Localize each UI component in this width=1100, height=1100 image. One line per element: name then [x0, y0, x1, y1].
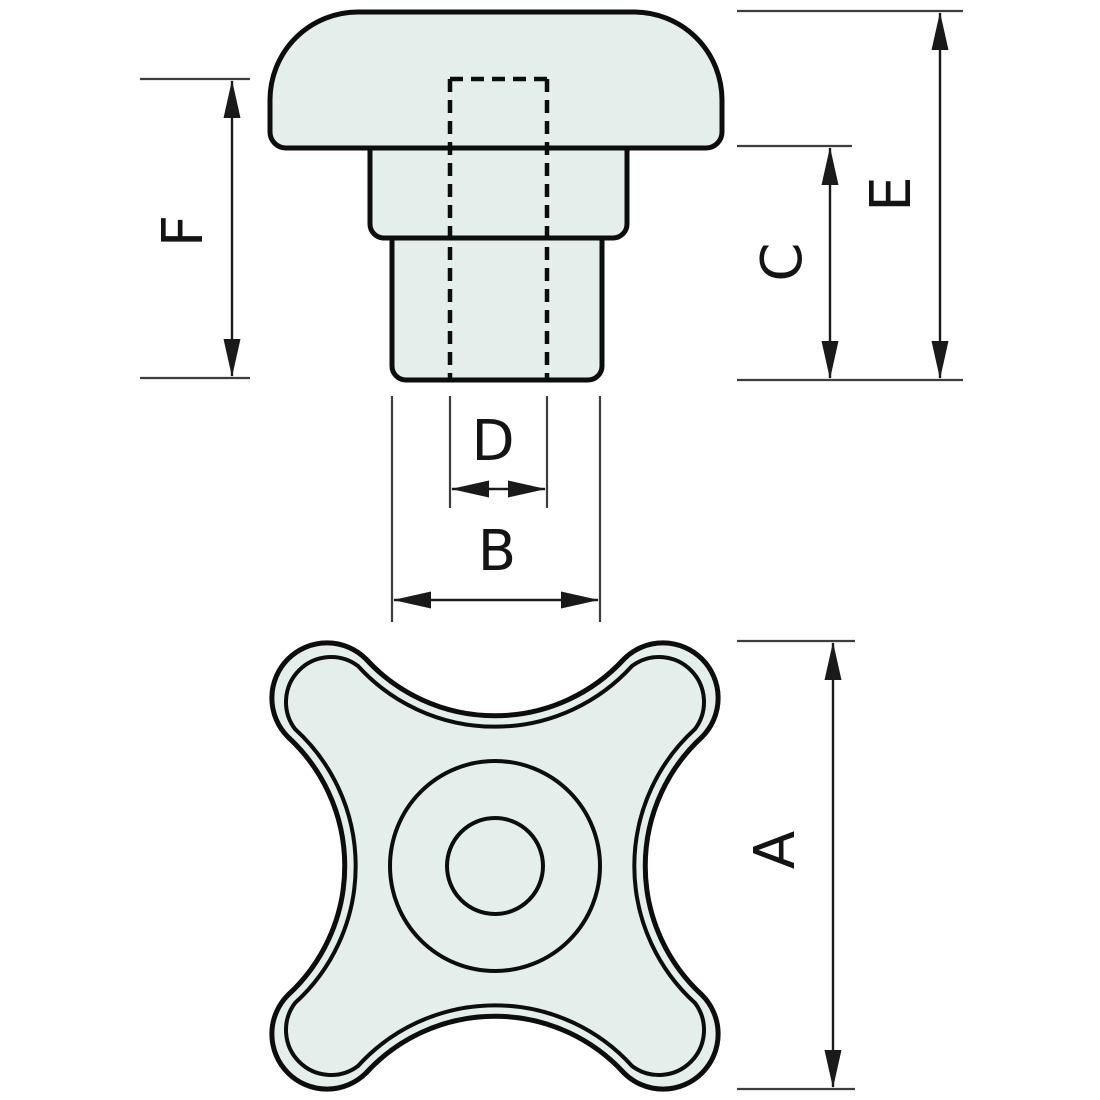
dimension-label-f: F	[151, 215, 216, 247]
dim-e-arrow-down	[931, 341, 949, 379]
dimension-label-b: B	[478, 519, 516, 584]
dimension-A: A	[737, 639, 855, 1091]
knob-hub-profile	[389, 235, 605, 383]
dim-f-arrow-down	[223, 339, 241, 377]
dimension-B: B	[390, 396, 602, 622]
plan-view	[269, 640, 721, 1092]
side-view	[267, 9, 725, 383]
dim-a-arrow-up	[824, 642, 842, 680]
dimension-F: F	[140, 77, 250, 380]
dimension-label-a: A	[743, 831, 808, 869]
hub-boss-circle	[388, 759, 602, 973]
dim-d-arrow-right	[508, 480, 546, 498]
dimension-E: E	[737, 9, 963, 382]
knob-step-profile	[367, 145, 630, 241]
dim-f-arrow-up	[223, 80, 241, 118]
dim-a-arrow-down	[824, 1050, 842, 1088]
dim-b-arrow-left	[393, 591, 431, 609]
dim-d-arrow-left	[451, 480, 489, 498]
dimension-D: D	[448, 396, 549, 508]
dimension-label-c: C	[750, 242, 815, 281]
knob-lobed-outline	[269, 640, 721, 1092]
dim-c-arrow-up	[821, 147, 839, 185]
knob-lobed-inner-contour	[284, 655, 706, 1077]
dim-e-arrow-up	[931, 12, 949, 50]
dimension-label-d: D	[471, 409, 514, 474]
dim-b-arrow-right	[561, 591, 599, 609]
dimension-C: C	[737, 144, 852, 379]
center-bore-circle	[445, 816, 545, 916]
dim-c-arrow-down	[821, 341, 839, 379]
dimension-label-e: E	[859, 176, 924, 211]
